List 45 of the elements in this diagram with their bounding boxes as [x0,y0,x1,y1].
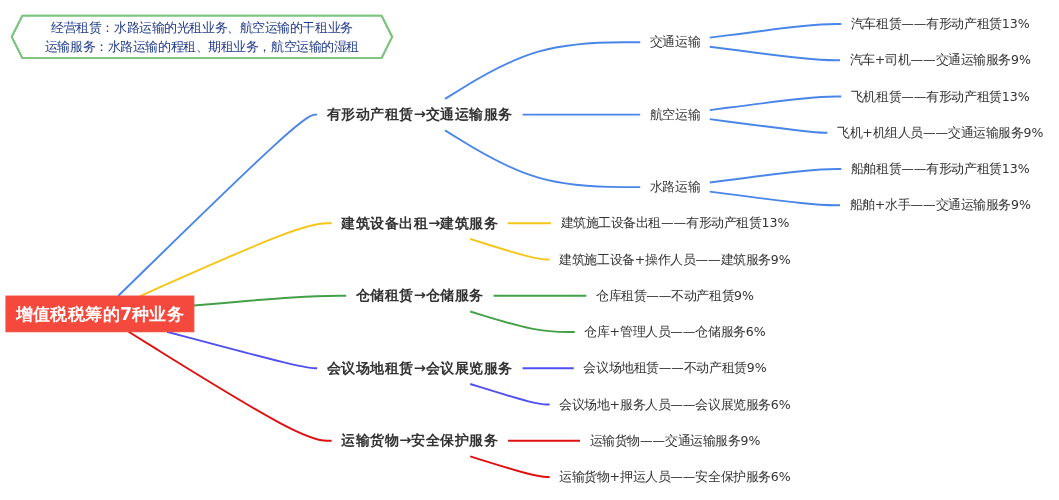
connector [444,40,642,100]
connector [708,117,829,134]
node-text: 建筑施工设备+操作人员——建筑服务9% [559,251,791,267]
node-text: 建筑施工设备出租——有形动产租赁13% [560,215,790,230]
node-box: 增值税税筹的7种业务 [5,295,195,332]
connector [521,366,575,369]
connector [469,237,551,261]
connector [708,45,841,61]
node-text: 运输货物+押运人员——安全保护服务6% [559,468,791,484]
connector [469,382,551,405]
connector [521,113,642,116]
node-text: 汽车+司机——交通运输服务9% [849,52,1031,67]
node-text: 飞机租赁——有形动产租赁13% [850,88,1030,104]
node-text: 仓储租赁→仓储服务 [355,286,484,304]
node-text: 有形动产租赁→交通运输服务 [326,105,513,123]
node-text: 交通运输 [649,34,701,49]
node-text: 飞机+机组人员——交通运输服务9% [837,124,1044,140]
connector [708,95,843,111]
connector [192,294,348,306]
connector [139,221,333,297]
node-text: 运输货物——交通运输服务9% [589,432,761,448]
node-text: 水路运输 [649,179,701,194]
connector [507,221,552,224]
node-text: 仓库+管理人员——仓储服务6% [584,324,766,339]
connector [469,454,551,478]
connector [469,310,576,333]
node-text: 航空运输 [649,106,701,122]
node-text: 建筑设备出租→建筑服务 [341,213,499,232]
connector [708,190,841,206]
node-text: 仓库租赁——不动产租赁9% [595,287,755,303]
connector [117,113,319,297]
connector [165,330,319,369]
node-text: 船舶租赁——有形动产租赁13% [850,160,1030,176]
connector [444,128,642,188]
node-text: 汽车租赁——有形动产租赁13% [850,16,1030,31]
node-text: 船舶+水手——交通运输服务9% [849,197,1031,212]
node-text: 会议场地租赁——不动产租赁9% [583,360,767,375]
connector [507,439,581,442]
connector [708,167,843,184]
connector [127,330,333,442]
node-text: 会议场地租赁→会议展览服务 [326,358,513,377]
connector [492,294,588,297]
node-text: 运输货物→安全保护服务 [341,431,499,449]
node-text: 会议场地+服务人员——会议展览服务6% [559,396,791,411]
connector [708,22,843,39]
